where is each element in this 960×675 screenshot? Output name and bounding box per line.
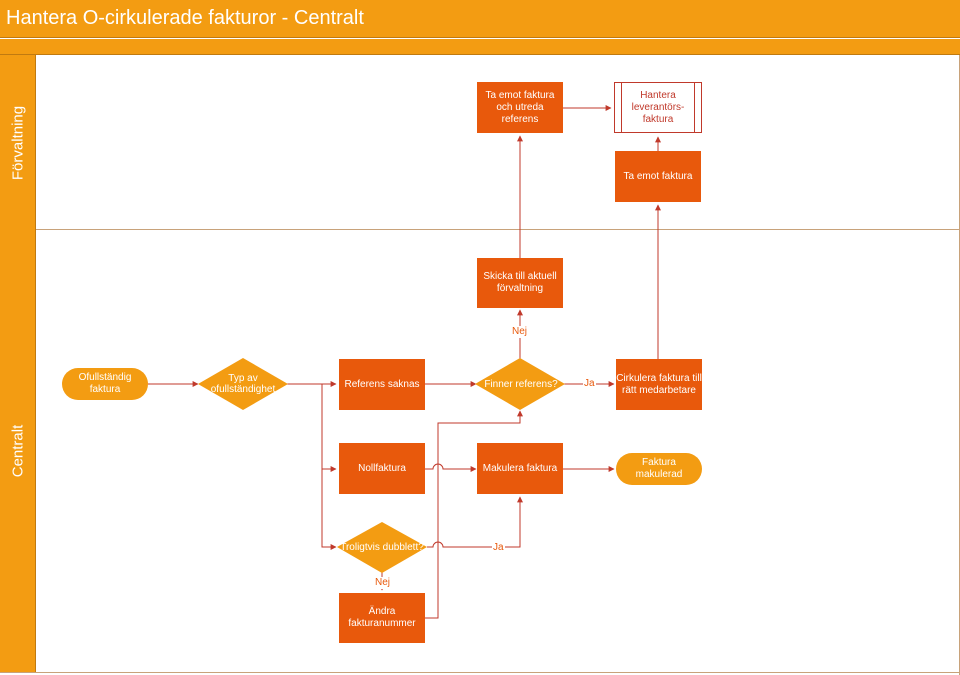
title-bar: Hantera O-cirkulerade fakturor - Central…	[0, 0, 960, 38]
lane-header-forvaltning: Förvaltning	[0, 55, 36, 230]
node-makulera-faktura: Makulera faktura	[477, 443, 563, 494]
page-title: Hantera O-cirkulerade fakturor - Central…	[6, 7, 364, 29]
node-referens-saknas: Referens saknas	[339, 359, 425, 410]
decision-troligtvis-dubblett	[337, 522, 427, 573]
node-hantera-leverantorsfaktura: Hantera leverantörs-faktura	[614, 82, 702, 133]
label-ja-bottom: Ja	[492, 542, 505, 554]
connector-branch-dubblett	[321, 384, 337, 550]
label-nej-bottom: Nej	[374, 577, 392, 589]
node-ta-emot-faktura: Ta emot faktura	[615, 151, 701, 202]
label-nej-top: Nej	[511, 326, 529, 338]
node-faktura-makulerad: Faktura makulerad	[616, 453, 702, 485]
decision-finner-referens	[475, 358, 565, 410]
frame-bottom	[0, 672, 960, 673]
decision-finner-referens-label: Finner referens?	[484, 378, 558, 390]
node-andra-fakturanummer: Ändra fakturanummer	[339, 593, 425, 643]
header-strip	[0, 39, 960, 55]
connector-andra-finner	[425, 410, 523, 619]
decision-troligtvis-dubblett-label: Troligtvis dubblett?	[340, 541, 424, 553]
lane-divider	[36, 229, 960, 230]
node-skicka-forvaltning: Skicka till aktuell förvaltning	[477, 258, 563, 308]
node-hantera-label: Hantera leverantörs-faktura	[631, 89, 685, 125]
decision-typ-av-label: Typ av ofullständighet	[210, 373, 276, 395]
lane-header-centralt: Centralt	[0, 230, 36, 672]
decision-typ-av	[198, 358, 288, 410]
connector-nollfaktura-makulera	[425, 463, 477, 472]
node-nollfaktura: Nollfaktura	[339, 443, 425, 494]
node-ta-emot-utreda: Ta emot faktura och utreda referens	[477, 82, 563, 133]
node-cirkulera-faktura: Cirkulera faktura till rätt medarbetare	[616, 359, 702, 410]
node-ofullstandig-faktura: Ofullständig faktura	[62, 368, 148, 400]
connector-dubblett-makulera	[427, 496, 523, 548]
label-ja-right: Ja	[583, 378, 596, 390]
